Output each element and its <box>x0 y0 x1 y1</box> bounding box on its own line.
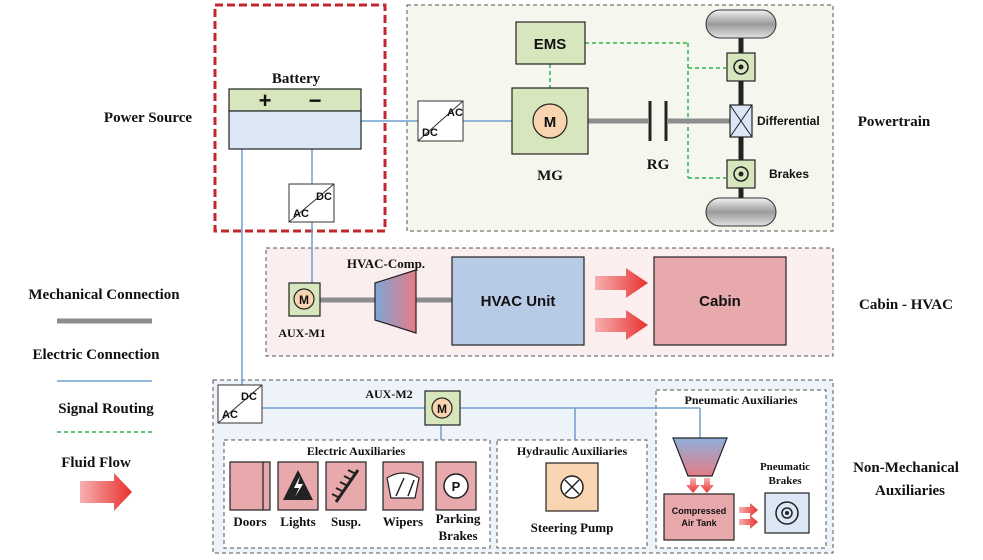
pneumatic-compressor-icon <box>672 437 728 477</box>
aux-m1-motor-icon <box>293 288 315 310</box>
compressed-air-tank <box>663 493 735 541</box>
pneumatic-brakes-label-1: Pneumatic <box>760 461 810 473</box>
doors-icon <box>229 461 271 511</box>
hvac-unit-label: HVAC Unit <box>481 293 556 310</box>
hydraulic-aux-title: Hydraulic Auxiliaries <box>517 444 628 458</box>
powertrain-label: Powertrain <box>858 114 931 130</box>
rg-gear-icon <box>648 101 668 141</box>
parking-brakes-label: Brakes <box>439 528 478 543</box>
brakes-label: Brakes <box>769 167 809 181</box>
pneumatic-aux-title: Pneumatic Auxiliaries <box>685 393 798 407</box>
fluid-arrow-hvac-top <box>595 268 648 298</box>
svg-text:M: M <box>299 293 309 307</box>
legend-fluid-label: Fluid Flow <box>61 455 131 471</box>
aux-m1-label: AUX-M1 <box>278 326 325 340</box>
ems-block <box>515 21 586 65</box>
air-tank-label: Air Tank <box>681 518 717 528</box>
mechanical-connections <box>320 118 730 303</box>
auxiliaries-label: Auxiliaries <box>875 483 945 499</box>
cabin-block <box>653 256 787 346</box>
signal-routing <box>549 42 726 179</box>
electric-aux-title: Electric Auxiliaries <box>307 444 406 458</box>
wipers-label: Wipers <box>383 514 423 529</box>
differential-icon <box>729 104 753 138</box>
tire-bottom-icon <box>705 197 777 227</box>
fluid-arrow-down-right <box>700 478 714 493</box>
cabin-hvac-label: Cabin - HVAC <box>859 297 953 313</box>
rg-label: RG <box>647 157 670 173</box>
compressed-label: Compressed <box>672 506 727 516</box>
suspension-icon <box>325 461 367 511</box>
parking-label: Parking <box>436 511 481 526</box>
steering-pump-icon <box>545 462 599 512</box>
fluid-arrow-tank-top <box>739 503 758 517</box>
converter-aux-m2: DC AC <box>217 384 263 424</box>
hvac-unit-block <box>451 256 585 346</box>
lights-icon <box>277 461 319 511</box>
parking-brakes-icon <box>435 461 477 511</box>
svg-text:DC: DC <box>316 191 332 203</box>
svg-text:DC: DC <box>241 391 257 403</box>
cabin-label: Cabin <box>699 293 741 310</box>
battery <box>228 88 362 150</box>
svg-text:AC: AC <box>293 208 309 220</box>
svg-text:AC: AC <box>222 409 238 421</box>
fluid-arrow-hvac-bottom <box>595 310 648 340</box>
parking-brakes-p-glyph: P <box>452 479 461 494</box>
pneumatic-brakes-label-2: Brakes <box>769 475 803 487</box>
battery-label: Battery <box>272 71 321 87</box>
mg-label: MG <box>537 168 563 184</box>
lights-label: Lights <box>280 514 315 529</box>
brake-bottom-icon <box>726 159 756 189</box>
svg-text:DC: DC <box>422 127 438 139</box>
converter-mg: AC DC <box>417 100 464 142</box>
hvac-comp-label: HVAC-Comp. <box>347 256 425 271</box>
battery-plus-terminal: + <box>259 88 272 113</box>
legend-mechanical-label: Mechanical Connection <box>28 287 180 303</box>
hvac-compressor-icon <box>374 269 417 334</box>
battery-minus-terminal: − <box>309 88 322 113</box>
suspension-label: Susp. <box>331 514 361 529</box>
differential-label: Differential <box>757 114 820 128</box>
pneumatic-brakes-icon <box>764 492 810 534</box>
aux-m2-motor-icon <box>431 397 453 419</box>
electric-connections <box>241 120 701 440</box>
non-mechanical-label: Non-Mechanical <box>853 460 959 476</box>
doors-label: Doors <box>233 514 266 529</box>
legend-signal-label: Signal Routing <box>58 401 154 417</box>
mg-motor-icon <box>532 103 568 139</box>
wipers-icon <box>382 461 424 511</box>
brake-top-icon <box>726 52 756 82</box>
power-source-label: Power Source <box>104 110 193 126</box>
legend-fluid-arrow <box>80 473 132 511</box>
svg-text:AC: AC <box>447 107 463 119</box>
svg-text:M: M <box>544 114 557 131</box>
steering-pump-label: Steering Pump <box>531 520 614 535</box>
ems-label: EMS <box>534 36 567 53</box>
fluid-arrow-tank-bottom <box>739 515 758 529</box>
legend-electric-label: Electric Connection <box>32 347 160 363</box>
aux-m2-label: AUX-M2 <box>365 387 412 401</box>
fluid-arrow-down-left <box>686 478 700 493</box>
tire-top-icon <box>705 9 777 39</box>
svg-text:M: M <box>437 402 447 416</box>
converter-aux-m1: DC AC <box>288 183 335 223</box>
